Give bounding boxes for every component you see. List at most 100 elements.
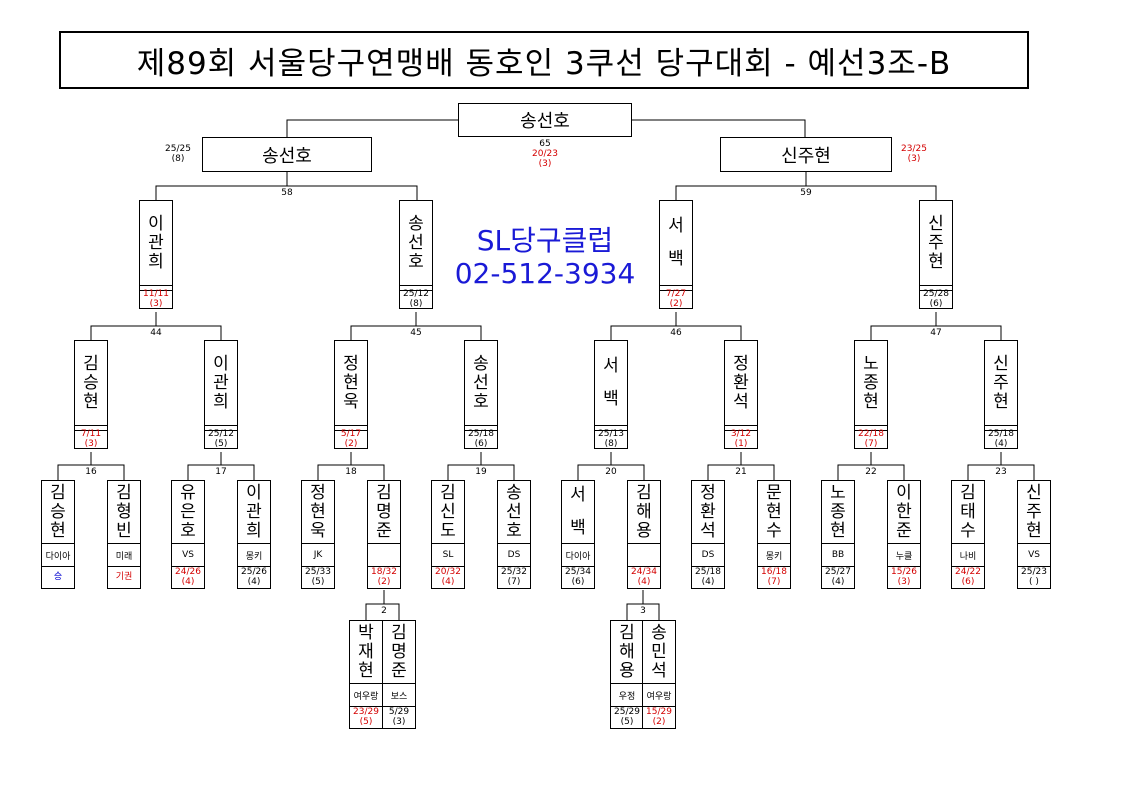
player-score: 24/22 xyxy=(955,567,981,577)
player-club: 다이아 xyxy=(42,543,74,567)
player-name-char: 해 xyxy=(636,501,652,522)
club-phone: 02-512-3934 xyxy=(454,257,636,290)
player-avg: (3) xyxy=(84,439,98,449)
player-name-char: 빈 xyxy=(116,520,132,541)
player-score: 25/29 xyxy=(614,707,640,717)
player-score: 기권 xyxy=(115,572,133,582)
player-result: 25/33(5) xyxy=(302,566,334,588)
player-name-char: 민 xyxy=(651,641,667,662)
player-result: 5/17(2) xyxy=(335,429,367,449)
match-number-44: 44 xyxy=(150,328,162,338)
match-number-58: 58 xyxy=(281,188,293,198)
player-name-char: 준 xyxy=(896,520,912,541)
player-club: 보스 xyxy=(383,683,415,707)
player-name-char: 주 xyxy=(1026,501,1042,522)
player-score: 5/29 xyxy=(388,707,410,717)
player-avg: (7) xyxy=(767,577,781,587)
player-result: 24/34(4) xyxy=(628,566,660,588)
semi-left-avg: (8) xyxy=(171,154,185,164)
player-club xyxy=(205,425,237,431)
player-name-char: 수 xyxy=(960,520,976,541)
page-title: 제89회 서울당구연맹배 동호인 3쿠선 당구대회 - 예선3조-B xyxy=(59,31,1029,89)
player-club: 여우랑 xyxy=(643,683,675,707)
player-score: 25/27 xyxy=(825,567,851,577)
player-score: 5/17 xyxy=(340,429,362,439)
player-result: 7/27(2) xyxy=(660,289,692,309)
player-score: 25/13 xyxy=(598,429,624,439)
match-number-18: 18 xyxy=(345,467,357,477)
player-avg: (4) xyxy=(247,577,261,587)
player-avg: ( ) xyxy=(1029,577,1039,587)
player-avg: (6) xyxy=(474,439,488,449)
player-name-char: 호 xyxy=(180,520,196,541)
player-name-char: 주 xyxy=(993,372,1009,393)
match-number-3: 3 xyxy=(640,606,646,616)
player-result: 23/29(5) xyxy=(350,706,382,728)
player-name-char: 현 xyxy=(928,251,944,272)
player-name-char: 김 xyxy=(50,482,66,503)
player-score: 11/11 xyxy=(143,289,169,299)
player-result: 25/23( ) xyxy=(1018,566,1050,588)
player-score: 24/26 xyxy=(175,567,201,577)
player-name-char: 이 xyxy=(213,353,229,374)
player-name-char: 관 xyxy=(148,232,164,253)
final-loser-avg: (3) xyxy=(538,159,552,169)
player-name-char: 주 xyxy=(928,232,944,253)
club-name: SL당구클럽 xyxy=(476,224,614,257)
player-result: 25/18(4) xyxy=(692,566,724,588)
player-name-char: 정 xyxy=(700,482,716,503)
player-club: 우정 xyxy=(611,683,643,707)
player-score: 25/18 xyxy=(988,429,1014,439)
player-name-char: 박 xyxy=(358,622,374,643)
player-name-char: 선 xyxy=(408,232,424,253)
player-avg: (2) xyxy=(669,299,683,309)
player-name-char: 종 xyxy=(863,372,879,393)
player-result: 15/29(2) xyxy=(643,706,675,728)
player-name-char: 백 xyxy=(570,518,586,538)
player-score: 20/32 xyxy=(435,567,461,577)
player-name-char: 용 xyxy=(636,520,652,541)
player-club: 몽키 xyxy=(758,543,790,567)
player-avg: (8) xyxy=(604,439,618,449)
player-score: 16/18 xyxy=(761,567,787,577)
player-name-char: 백 xyxy=(603,389,619,409)
player-result: 15/26(3) xyxy=(888,566,920,588)
player-name: 서 백 xyxy=(660,201,692,285)
player-name-char: 신 xyxy=(440,501,456,522)
match-number-17: 17 xyxy=(215,467,227,477)
player-name-char xyxy=(575,505,580,519)
player-name-char: 현 xyxy=(1026,520,1042,541)
player-name-char: 희 xyxy=(213,391,229,412)
player-name-char: 송 xyxy=(473,353,489,374)
player-result: 22/18(7) xyxy=(855,429,887,449)
player-name-char: 신 xyxy=(993,353,1009,374)
match-number-59: 59 xyxy=(800,188,812,198)
player-result: 25/26(4) xyxy=(238,566,270,588)
player-result: 7/11(3) xyxy=(75,429,107,449)
player-name-char: 희 xyxy=(148,251,164,272)
player-name-char: 준 xyxy=(391,660,407,681)
player-name-char: 현 xyxy=(310,501,326,522)
player-score: 15/29 xyxy=(646,707,672,717)
player-avg: (2) xyxy=(652,717,666,727)
player-name-char: 욱 xyxy=(310,520,326,541)
player-result: 25/29(5) xyxy=(611,706,643,728)
player-name-char: 환 xyxy=(700,501,716,522)
player-club: BB xyxy=(822,543,854,567)
